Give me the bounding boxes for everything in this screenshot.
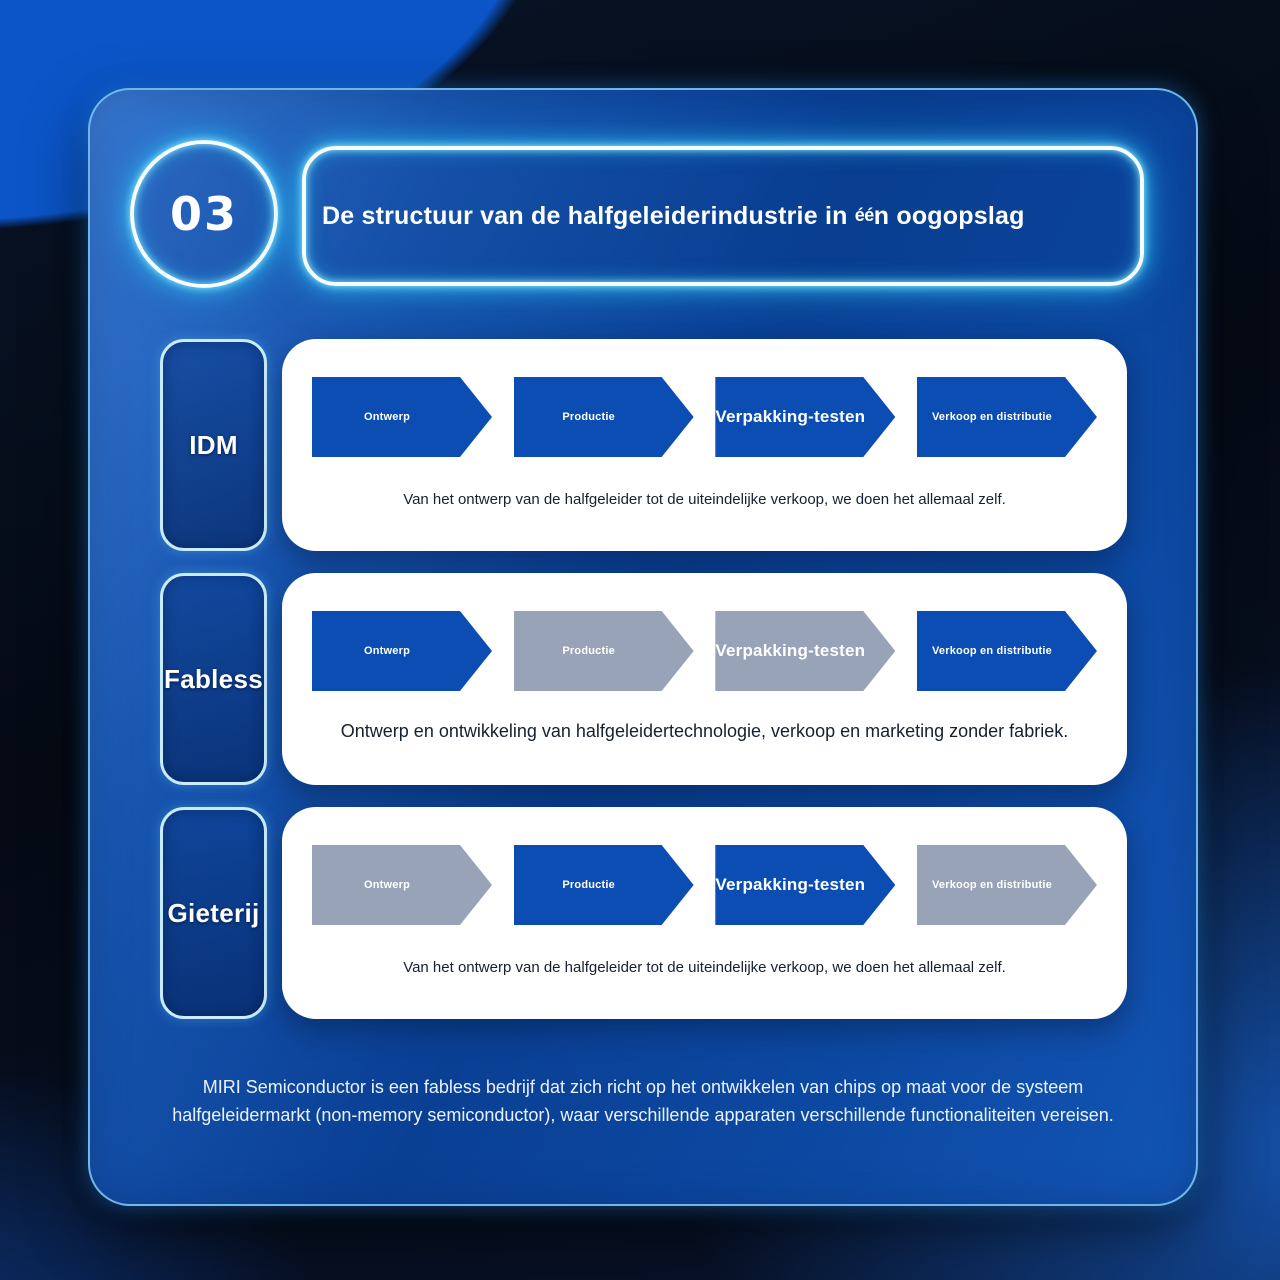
step-arrow-ontwerp: Ontwerp [312,377,492,457]
main-panel: 03 De structuur van de halfgeleiderindus… [88,88,1198,1206]
row-card-fabless: Ontwerp Productie Verpakking-testen Verk… [282,573,1127,785]
footer-description: MIRI Semiconductor is een fabless bedrij… [172,1077,1114,1125]
page-title-accent: éé [854,204,875,225]
section-number-badge: 03 [130,140,278,288]
step-label: Verpakking-testen [715,407,866,426]
page-title-pre: De structuur van de halfgeleiderindustri… [322,201,855,230]
step-label: Ontwerp [363,645,410,657]
step-arrow-productie: Productie [514,377,694,457]
step-arrow-verkoop: Verkoop en distributie [917,377,1097,457]
step-arrow-ontwerp: Ontwerp [312,845,492,925]
row-caption: Van het ontwerp van de halfgeleider tot … [403,491,1006,508]
step-arrow-verkoop: Verkoop en distributie [917,611,1097,691]
arrow-flow: Ontwerp Productie Verpakking-testen Verk… [312,611,1097,691]
row-card-idm: Ontwerp Productie Verpakking-testen Verk… [282,339,1127,551]
row-fabless: Fabless Ontwerp Productie Verpakking-tes… [160,573,1127,785]
step-label: Productie [562,411,615,423]
step-arrow-productie: Productie [514,611,694,691]
row-label-idm: IDM [160,339,267,551]
row-caption: Ontwerp en ontwikkeling van halfgeleider… [340,721,1069,741]
title-box: De structuur van de halfgeleiderindustri… [302,146,1144,286]
row-caption: Van het ontwerp van de halfgeleider tot … [403,959,1006,976]
arrow-flow: Ontwerp Productie Verpakking-testen Verk… [312,377,1097,457]
section-number: 03 [169,187,238,241]
step-arrow-verkoop: Verkoop en distributie [917,845,1097,925]
step-label: Verkoop en distributie [932,879,1052,891]
page-title: De structuur van de halfgeleiderindustri… [322,202,1025,231]
step-arrow-productie: Productie [514,845,694,925]
row-label-fabless: Fabless [160,573,267,785]
step-label: Ontwerp [363,411,410,423]
step-arrow-verpakking-testen: Verpakking-testen [715,611,895,691]
step-label: Verpakking-testen [715,875,866,894]
step-arrow-ontwerp: Ontwerp [312,611,492,691]
row-gieterij: Gieterij Ontwerp Productie Verpakking-te… [160,807,1127,1019]
step-label: Verkoop en distributie [932,411,1052,423]
step-label: Verpakking-testen [715,641,866,660]
process-rows: IDM Ontwerp Productie Verpakking-testen … [160,339,1127,1041]
step-arrow-verpakking-testen: Verpakking-testen [715,845,895,925]
step-label: Verkoop en distributie [932,645,1052,657]
page-title-post: n oogopslag [873,201,1025,230]
row-card-gieterij: Ontwerp Productie Verpakking-testen Verk… [282,807,1127,1019]
step-label: Ontwerp [363,879,410,891]
arrow-flow: Ontwerp Productie Verpakking-testen Verk… [312,845,1097,925]
step-label: Productie [562,645,615,657]
step-label: Productie [562,879,615,891]
step-arrow-verpakking-testen: Verpakking-testen [715,377,895,457]
row-label-gieterij: Gieterij [160,807,267,1019]
row-idm: IDM Ontwerp Productie Verpakking-testen … [160,339,1127,551]
